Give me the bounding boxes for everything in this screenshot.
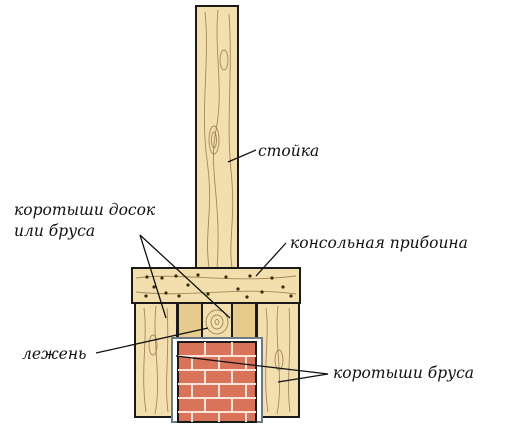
label-console-board: консольная прибоина (290, 234, 468, 252)
board-stub-left (177, 302, 203, 340)
label-beam-stubs: коротыши бруса (333, 364, 474, 382)
board-stub-right (231, 302, 257, 340)
console-board (131, 267, 301, 304)
beam-stub-left (134, 302, 178, 418)
beam-stub-right (256, 302, 300, 418)
label-board-stubs-line2: или бруса (14, 222, 95, 240)
post (195, 5, 239, 273)
label-sill: лежень (22, 345, 86, 363)
sill (201, 302, 233, 340)
label-post: стойка (258, 142, 319, 160)
brick-pillar (171, 337, 263, 423)
label-board-stubs-line1: коротыши досок (14, 201, 156, 219)
leader-lines (95, 149, 329, 383)
